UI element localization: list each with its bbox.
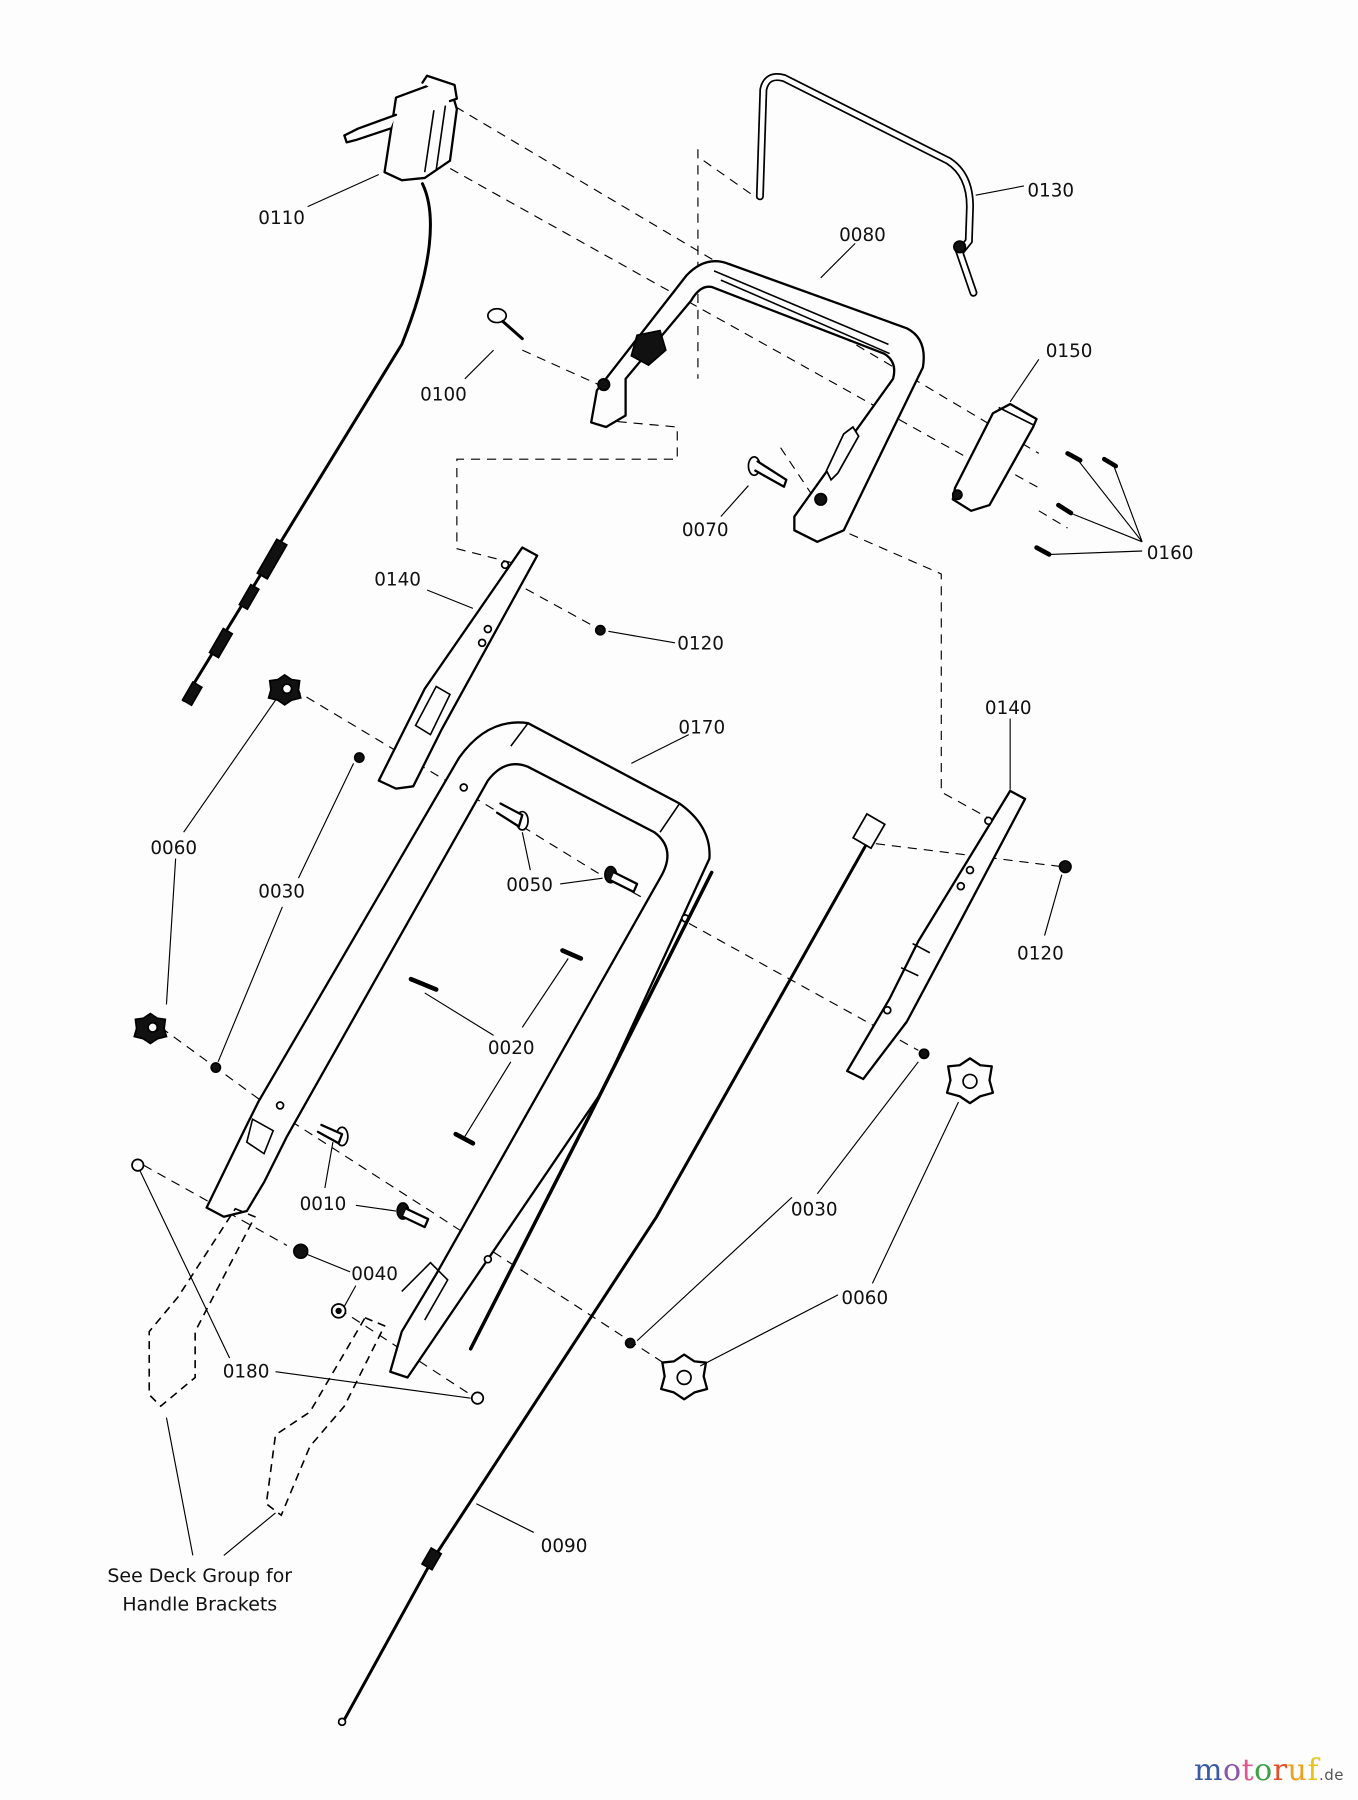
callout-0140-left: 0140 xyxy=(374,569,421,590)
callout-0030-left: 0030 xyxy=(258,882,305,903)
logo-tld: .de xyxy=(1318,1766,1344,1784)
control-box-0110 xyxy=(343,74,459,182)
bolt-0070 xyxy=(747,456,788,488)
motoruf-logo: motoruf.de xyxy=(1194,1753,1344,1788)
callout-0080: 0080 xyxy=(839,225,886,246)
logo-letter: m xyxy=(1194,1753,1223,1788)
callout-0050: 0050 xyxy=(506,875,553,896)
logo-letter: r xyxy=(1272,1753,1288,1788)
logo-letter: f xyxy=(1307,1753,1319,1788)
screws-0160 xyxy=(1034,451,1119,557)
callout-0070: 0070 xyxy=(682,520,729,541)
nut-0120-top xyxy=(594,624,606,636)
callout-0090: 0090 xyxy=(541,1536,588,1557)
control-cable xyxy=(181,182,432,707)
callout-0160: 0160 xyxy=(1147,543,1194,564)
logo-letter: o xyxy=(1254,1753,1273,1788)
callout-0180: 0180 xyxy=(223,1361,270,1382)
nuts-0040 xyxy=(293,1243,347,1319)
bolts-0010 xyxy=(316,1123,430,1229)
logo-letter: o xyxy=(1223,1753,1242,1788)
nut-0120-right xyxy=(1058,860,1072,874)
logo-letter: t xyxy=(1241,1753,1255,1788)
note-line-2: Handle Brackets xyxy=(122,1594,277,1616)
bolts-0050 xyxy=(495,802,639,894)
callout-0010: 0010 xyxy=(300,1194,347,1215)
callout-0170: 0170 xyxy=(678,718,725,739)
channel-left-0140 xyxy=(377,546,539,790)
callout-0130: 0130 xyxy=(1027,180,1074,201)
pins-0020 xyxy=(408,948,584,1146)
eyebolt-0100 xyxy=(486,307,524,341)
callout-0110: 0110 xyxy=(258,208,305,229)
cover-plate-0150 xyxy=(951,402,1038,512)
callout-0030-right: 0030 xyxy=(791,1200,838,1221)
lower-handle-0170 xyxy=(205,721,714,1379)
assembly-guide-lines xyxy=(143,98,1068,1396)
callout-0060-right: 0060 xyxy=(841,1288,888,1309)
callout-0100: 0100 xyxy=(420,385,467,406)
logo-letter: u xyxy=(1287,1753,1308,1788)
callout-0040: 0040 xyxy=(351,1264,398,1285)
bail-0130 xyxy=(755,73,978,297)
callout-labels: 0110 0130 0080 0100 0150 0070 0160 0140 … xyxy=(107,180,1193,1615)
drive-cable-0090 xyxy=(337,812,886,1727)
handle-brackets-reference xyxy=(148,1207,386,1517)
callout-0020: 0020 xyxy=(488,1038,535,1059)
callout-0120-top: 0120 xyxy=(677,634,724,655)
channel-right-0140 xyxy=(846,789,1027,1081)
knobs-0060 xyxy=(133,673,995,1401)
leader-lines xyxy=(139,173,1143,1556)
upper-handle-0080 xyxy=(590,260,925,543)
callout-0140-right: 0140 xyxy=(985,698,1032,719)
washers-0030 xyxy=(210,752,930,1349)
callout-0120-right: 0120 xyxy=(1017,944,1064,965)
bolts-0180 xyxy=(131,1158,485,1405)
callout-0060-left: 0060 xyxy=(150,838,197,859)
callout-0150: 0150 xyxy=(1046,341,1093,362)
note-line-1: See Deck Group for xyxy=(107,1565,292,1587)
